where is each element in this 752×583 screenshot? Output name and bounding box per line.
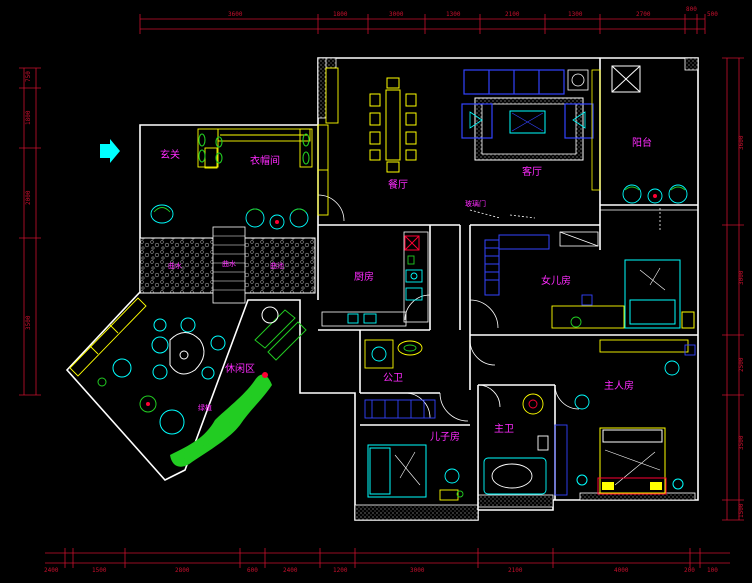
dim-top-3: 3000 — [389, 11, 404, 18]
dim-bottom-4: 600 — [247, 567, 258, 574]
dimension-left: 750 1800 2000 3500 — [19, 67, 41, 396]
dim-bottom-11: 100 — [707, 567, 718, 574]
label-closet: 衣帽间 — [250, 154, 280, 167]
label-glass-door: 玻璃门 — [465, 199, 486, 208]
dim-bottom-8: 2100 — [508, 567, 523, 574]
dim-left-1: 750 — [25, 71, 32, 82]
closet-chairs — [245, 208, 309, 230]
leisure-cabinet — [69, 297, 147, 377]
daughter-stairs — [484, 234, 550, 296]
label-garden: 绿植 — [198, 403, 212, 412]
dim-top-4: 1300 — [446, 11, 461, 18]
dim-top-6: 1300 — [568, 11, 583, 18]
daughter-desk — [551, 294, 625, 329]
dim-bottom-1: 2400 — [44, 567, 59, 574]
balcony-chairs — [622, 184, 688, 204]
garden-planting — [170, 374, 272, 467]
entry-stool-icon — [150, 204, 174, 224]
kitchen-counters — [321, 231, 429, 327]
balcony-railing — [600, 208, 698, 230]
dim-bottom-5: 2400 — [283, 567, 298, 574]
label-balcony: 阳台 — [632, 136, 652, 149]
closet-left-cabinet — [317, 67, 339, 216]
dim-bottom-2: 1500 — [92, 567, 107, 574]
label-master: 主人房 — [604, 379, 634, 392]
dim-top-8: 800 — [686, 6, 697, 13]
balcony-washer — [611, 65, 641, 93]
lounge-chairs — [254, 306, 307, 361]
glass-door-marker — [469, 209, 536, 219]
label-rock-right: 曲池 — [270, 261, 284, 270]
label-daughter: 女儿房 — [541, 274, 571, 287]
living-tv-cabinet — [591, 69, 601, 191]
dimension-right: 3600 3000 2500 3500 1500 — [722, 57, 745, 521]
label-living: 客厅 — [522, 165, 542, 178]
son-bed — [367, 444, 427, 498]
dim-top-7: 2700 — [636, 11, 651, 18]
stair-bridge — [212, 226, 246, 304]
label-public-bath: 公卫 — [383, 373, 403, 384]
dim-bottom-3: 2800 — [175, 567, 190, 574]
closet-hangers — [198, 133, 310, 165]
closet-cabinets — [197, 128, 313, 169]
son-chair — [439, 468, 464, 501]
public-bath-fixtures — [364, 339, 436, 419]
dim-right-3: 2500 — [738, 357, 745, 372]
label-entry: 玄关 — [160, 148, 180, 161]
dim-right-1: 3600 — [738, 135, 745, 150]
living-sofa-set — [461, 69, 594, 161]
leisure-furniture — [97, 317, 226, 435]
dim-top-1: 3600 — [228, 11, 243, 18]
daughter-bed — [624, 259, 695, 329]
master-desk — [574, 339, 696, 410]
label-son: 儿子房 — [430, 430, 460, 443]
entry-arrow-icon — [100, 139, 120, 163]
master-bath-fixtures — [483, 393, 568, 496]
dim-bottom-7: 3000 — [410, 567, 425, 574]
dimension-top: 3600 1800 3000 1300 2100 1300 2700 800 5… — [139, 6, 718, 34]
dim-top-9: 500 — [707, 11, 718, 18]
dining-table — [369, 77, 417, 173]
dim-bottom-10: 200 — [684, 567, 695, 574]
garden-flower-icon — [262, 372, 268, 378]
master-bed — [576, 427, 684, 495]
kitchen-stove — [404, 235, 420, 251]
dim-left-2: 1800 — [25, 110, 32, 125]
dim-right-5: 1500 — [738, 503, 745, 518]
label-rock-left: 曲水 — [168, 261, 182, 270]
dim-top-2: 1800 — [333, 11, 348, 18]
bridge-steps — [213, 235, 245, 291]
dim-top-5: 2100 — [505, 11, 520, 18]
dim-left-4: 3500 — [25, 315, 32, 330]
label-rock-mid: 曲水 — [222, 259, 236, 268]
label-kitchen: 厨房 — [354, 270, 374, 283]
dim-bottom-9: 4000 — [614, 567, 629, 574]
kitchen-appliances — [347, 255, 423, 324]
dim-right-2: 3000 — [738, 270, 745, 285]
daughter-wardrobe — [559, 231, 599, 247]
label-master-bath: 主卫 — [494, 423, 514, 435]
dim-bottom-6: 1200 — [333, 567, 348, 574]
dim-left-3: 2000 — [25, 190, 32, 205]
label-dining: 餐厅 — [388, 178, 408, 191]
label-leisure: 休闲区 — [225, 362, 255, 375]
dim-right-4: 3500 — [738, 435, 745, 450]
door-swings — [317, 194, 580, 422]
dimension-bottom: 2400 1500 2800 600 2400 1200 3000 2100 4… — [44, 548, 730, 574]
